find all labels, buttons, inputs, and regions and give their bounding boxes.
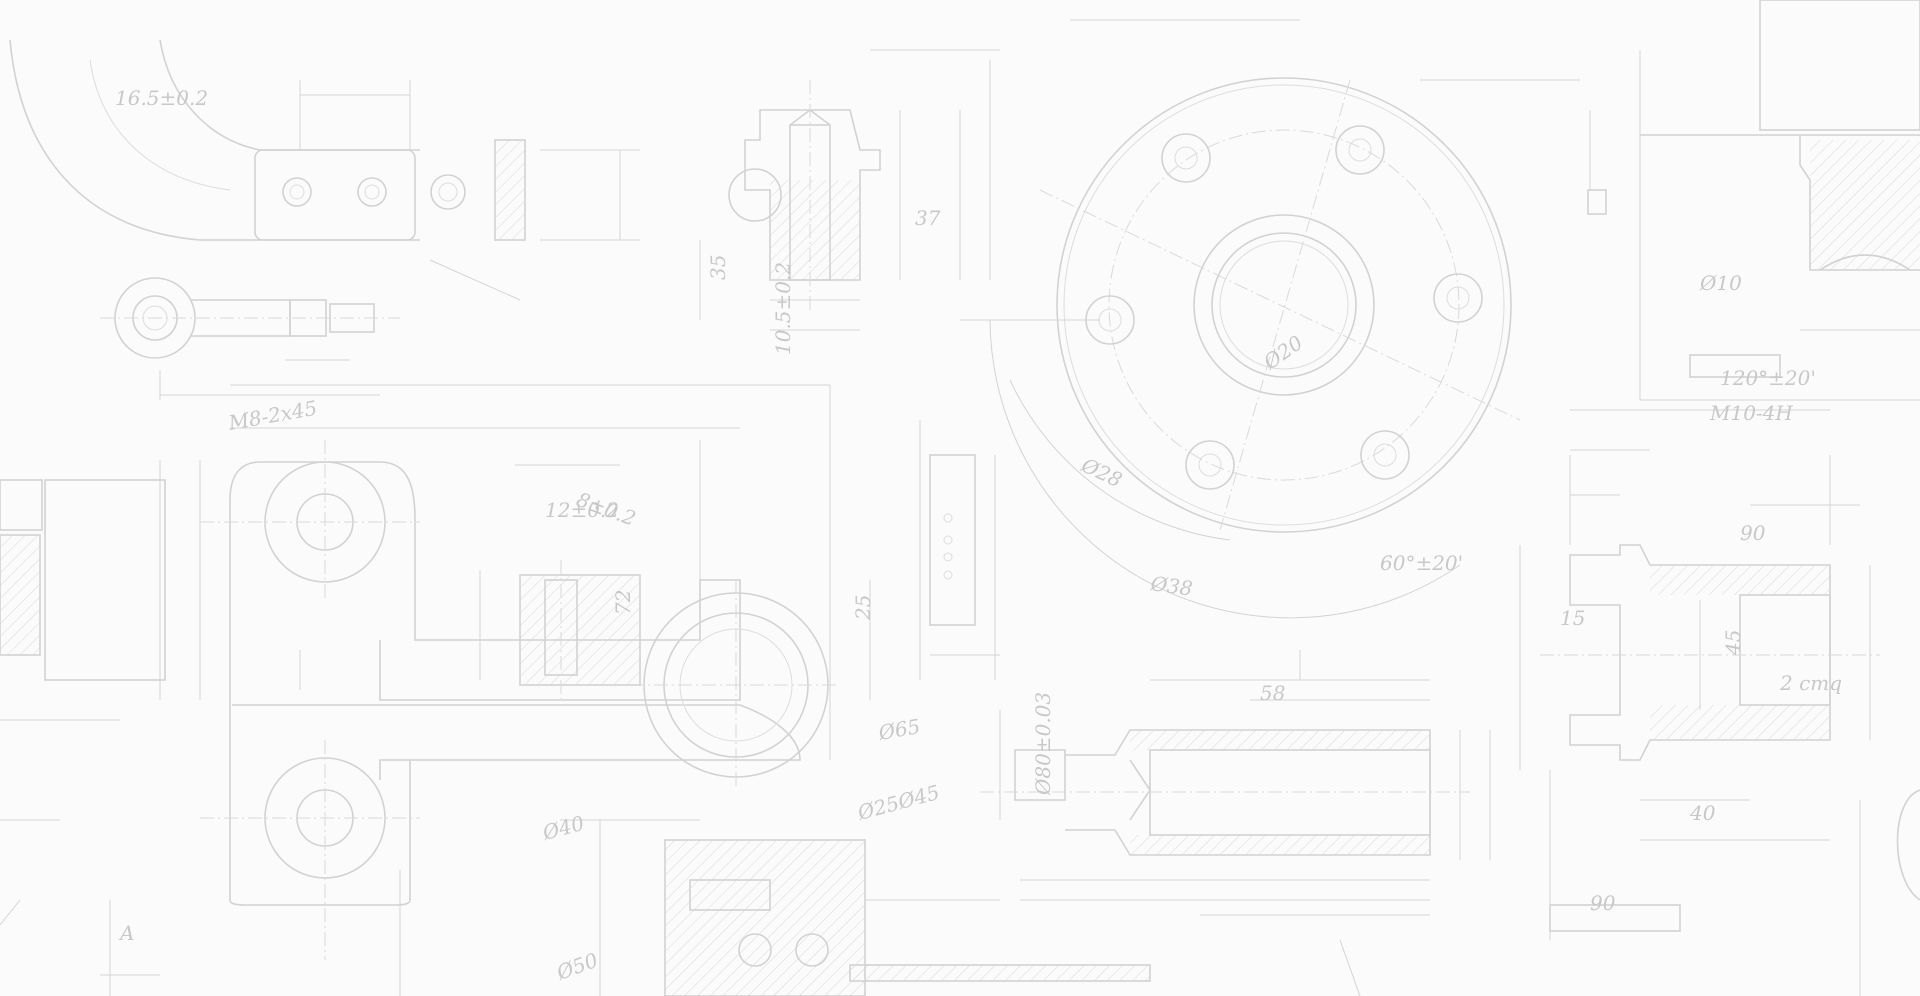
drawing-annotations: Ø50 Ø40 Ø25Ø45 Ø65 Ø38 Ø28 Ø20 Ø10 120°±20' 60°±2… [115, 86, 1842, 985]
dimension-label: M8-2x45 [226, 396, 319, 435]
dimension-label: 40 [1689, 801, 1716, 825]
dimension-label: Ø25Ø45 [854, 780, 942, 825]
flange-drawing [960, 77, 1521, 619]
dimension-label: 2 cmq [1779, 671, 1842, 695]
lever-drawing [200, 384, 871, 960]
dimension-label: 12±0.2 [545, 498, 619, 522]
dimension-label: 15 [1560, 606, 1585, 630]
dimension-label: 120°±20' [1720, 366, 1816, 390]
pin-drawing [980, 650, 1491, 916]
dimension-label: Ø10 [1699, 271, 1742, 295]
shaft-drawing [699, 49, 1000, 331]
dimension-label: 90 [1740, 521, 1766, 545]
dimension-label: 72 [611, 590, 635, 615]
dimension-label: M10-4H [1709, 401, 1793, 425]
dimension-label: Ø20 [1258, 330, 1307, 374]
dimension-label: 10.5±0.2 [771, 262, 795, 355]
dimension-label: 90 [1590, 891, 1616, 915]
dimension-label: 60°±20' [1380, 551, 1463, 575]
dimension-label: 25 [851, 595, 875, 621]
dimension-label: 35 [706, 255, 730, 280]
bushing-drawing [1519, 409, 1880, 940]
dimension-label: Ø40 [539, 811, 587, 845]
dimension-label: 45 [1721, 630, 1745, 656]
curved-arm-drawing [9, 39, 640, 301]
dimension-label: 8±0.2 [573, 487, 639, 531]
dimension-label: Ø28 [1077, 452, 1126, 492]
dimension-label: Ø80±0.03 [1031, 692, 1055, 796]
dimension-label: Ø50 [553, 948, 602, 985]
bottom-left-details [0, 789, 1920, 996]
dimension-label: 58 [1260, 681, 1285, 705]
dimension-label: Ø65 [876, 714, 922, 745]
plate-drawing [919, 420, 1000, 680]
linkage-drawing [100, 277, 400, 400]
dimension-label: 16.5±0.2 [115, 86, 208, 110]
section-drawing-top-right [1070, 0, 1920, 401]
dimension-label: 37 [915, 206, 941, 230]
dimension-label: Ø38 [1148, 571, 1194, 601]
left-edge-part [0, 460, 201, 821]
bearing-drawing [599, 820, 1151, 996]
dimension-label: A [118, 921, 134, 945]
